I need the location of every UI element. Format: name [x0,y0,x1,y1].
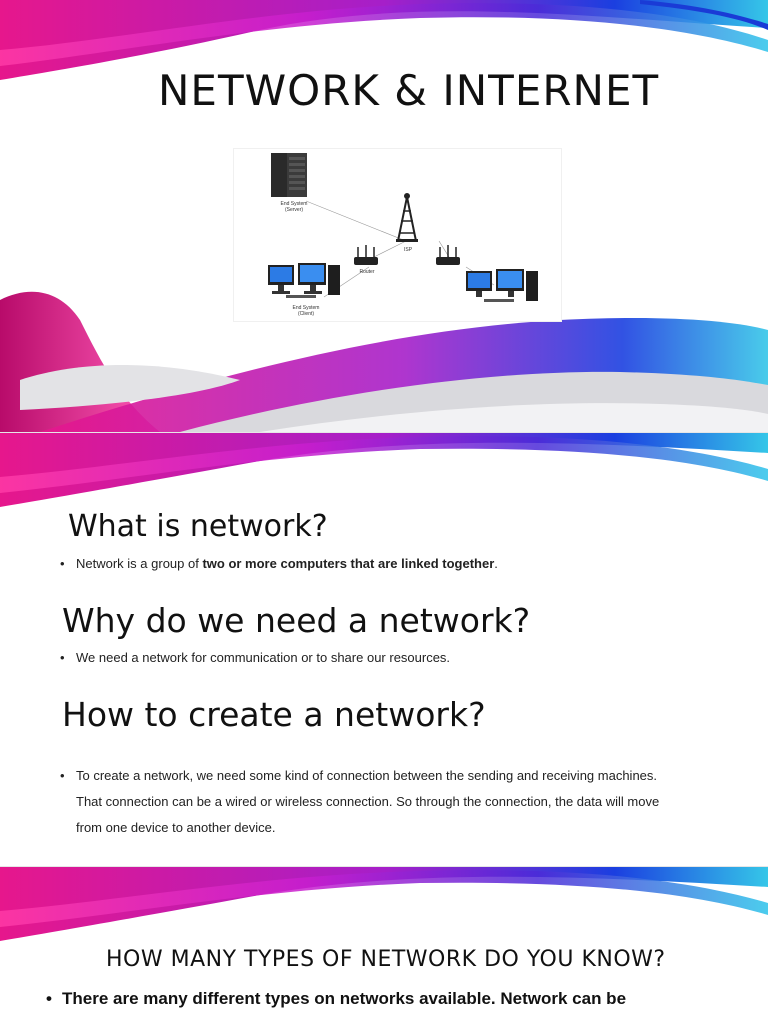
client-label-line1: End System [292,305,320,311]
network-diagram: End System (Server) ISP Router [233,148,562,322]
decorative-swoosh-top [0,0,768,432]
server-label: End System (Server) [272,201,316,213]
bullet-network-types: • There are many different types on netwo… [46,989,627,1009]
isp-label: ISP [403,247,413,253]
bullet-text-post: . [494,556,498,571]
bullet-why-need-network: • We need a network for communication or … [60,645,451,671]
bullet-what-is-network: • Network is a group of two or more compu… [60,551,498,577]
router-icon [354,245,378,265]
bullet-how-create-network: • To create a network, we need some kind… [60,763,660,841]
router-icon [436,245,460,265]
heading-why-need-network: Why do we need a network? [62,601,531,640]
server-label-line2: (Server) [284,207,304,213]
bullet-line: from one device to another device. [76,820,276,835]
bullet-text-bold: two or more computers that are linked to… [202,556,495,571]
server-label-line1: End System [280,201,308,207]
heading-what-is-network: What is network? [68,509,328,544]
router-label: Router [359,269,375,275]
slide-network-types: HOW MANY TYPES OF NETWORK DO YOU KNOW? •… [0,866,768,1025]
bullet-dot: • [60,650,65,665]
computer-icon [268,263,340,298]
client-label: End System (Client) [284,305,328,317]
bullet-line: To create a network, we need some kind o… [76,768,658,783]
slide-title-text: HOW MANY TYPES OF NETWORK DO YOU KNOW? [106,947,666,972]
computer-icon [466,269,538,302]
decorative-swoosh-top [0,867,768,941]
bullet-text: We need a network for communication or t… [76,650,451,665]
heading-how-create-network: How to create a network? [62,695,486,734]
slide-title-text: NETWORK & INTERNET [158,66,660,115]
bullet-text-pre: Network is a group of [76,556,203,571]
bullet-text: There are many different types on networ… [62,989,627,1008]
bullet-dot: • [60,768,65,783]
decorative-swoosh-top [0,433,768,507]
bullet-line: That connection can be a wired or wirele… [76,794,660,809]
tower-icon [396,193,418,242]
bullet-dot: • [46,989,52,1008]
server-icon [271,153,307,197]
slide-network-basics: What is network? • Network is a group of … [0,432,768,867]
client-label-line2: (Client) [297,311,315,317]
bullet-dot: • [60,556,65,571]
slide-title: NETWORK & INTERNET End System (Server) [0,0,768,432]
